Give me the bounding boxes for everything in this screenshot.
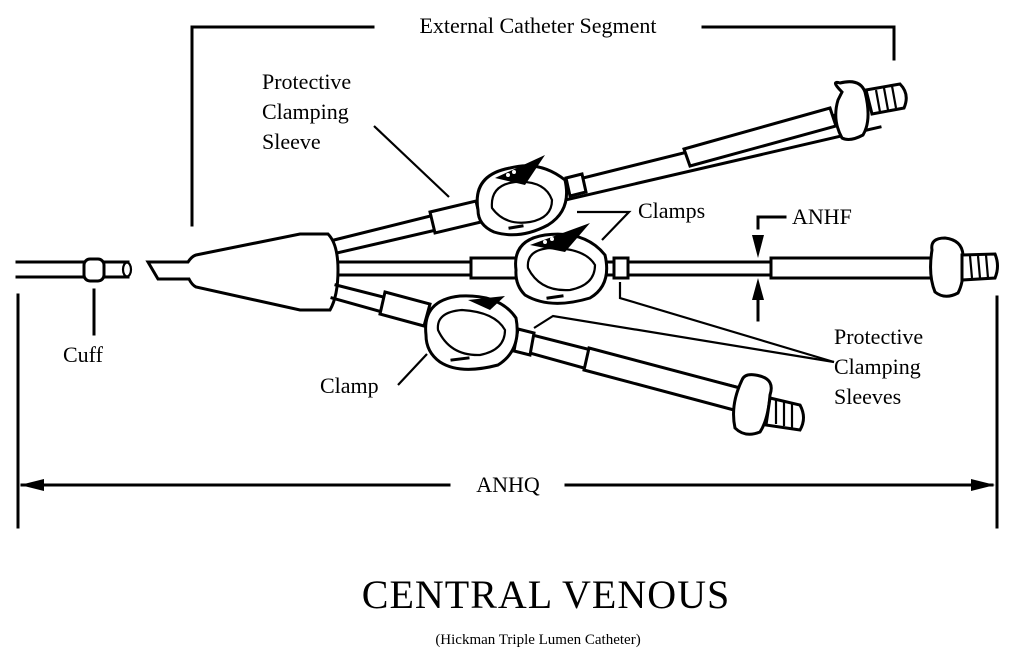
sleeve-top-long xyxy=(682,106,838,168)
sleeve-middle-long xyxy=(769,256,939,280)
sleeve-top-inner xyxy=(428,199,483,235)
diagram-title: CENTRAL VENOUS xyxy=(362,572,730,617)
anhq-dimension xyxy=(16,293,999,529)
sleeve-top-label: Protective Clamping Sleeve xyxy=(262,69,351,154)
lumen-bottom xyxy=(330,283,805,436)
clamp-top xyxy=(475,155,569,237)
sleeves-right-label: Protective Clamping Sleeves xyxy=(834,324,923,409)
sleeve-top-label-line1: Protective xyxy=(262,69,351,94)
luer-connector-top xyxy=(834,80,908,141)
anhq-label: ANHQ xyxy=(476,472,540,497)
anhf-label: ANHF xyxy=(792,204,852,229)
clamps-label: Clamps xyxy=(638,198,705,223)
sleeves-right-label-line2: Clamping xyxy=(834,354,921,379)
diagram-subtitle: (Hickman Triple Lumen Catheter) xyxy=(435,632,640,648)
lumen-top xyxy=(332,80,908,255)
sleeve-top-label-line3: Sleeve xyxy=(262,129,321,154)
sleeve-top-label-line2: Clamping xyxy=(262,99,349,124)
catheter-hub xyxy=(145,232,340,312)
clamp-bottom xyxy=(424,294,519,371)
anhf-dimension xyxy=(752,215,787,322)
cuff xyxy=(82,257,106,283)
clamp-label: Clamp xyxy=(320,373,379,398)
leader-lines xyxy=(92,125,835,386)
luer-connector-middle xyxy=(929,236,999,298)
external-segment-bracket xyxy=(190,25,896,227)
sleeve-top-outer xyxy=(564,172,588,198)
catheter-tube-left xyxy=(15,257,133,283)
sleeves-right-label-line1: Protective xyxy=(834,324,923,349)
sleeves-right-label-line3: Sleeves xyxy=(834,384,901,409)
lumen-middle xyxy=(336,223,999,305)
sleeve-middle-outer xyxy=(612,256,630,280)
sleeve-bottom-long xyxy=(582,346,742,412)
external-segment-label: External Catheter Segment xyxy=(419,13,656,38)
cuff-label: Cuff xyxy=(63,342,104,367)
sleeve-bottom-inner xyxy=(378,290,432,328)
luer-connector-bottom xyxy=(732,373,805,436)
clamp-middle xyxy=(514,223,609,305)
sleeve-middle-inner xyxy=(469,256,519,280)
